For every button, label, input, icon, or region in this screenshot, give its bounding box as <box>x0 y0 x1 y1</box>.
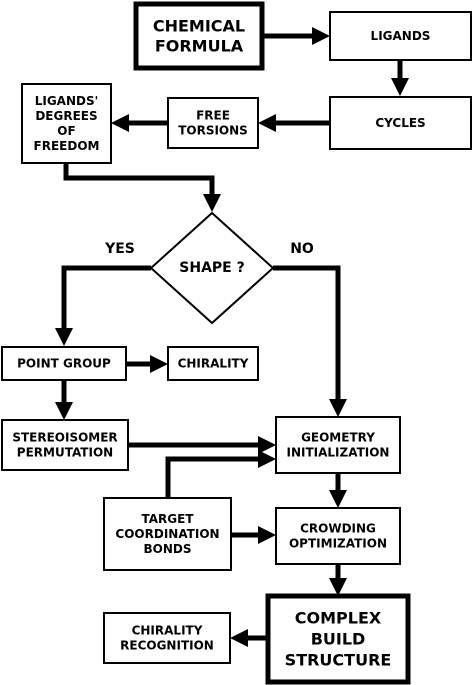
edge-dof-to-shape-arrowhead <box>203 194 221 212</box>
edge-label-yes: YES <box>104 241 135 257</box>
node-free-torsions-label: TORSIONS <box>178 124 248 138</box>
node-point-group <box>1 346 127 381</box>
node-target-coordination-bonds-label: TARGET <box>141 512 194 526</box>
node-chirality-label: CHIRALITY <box>178 357 249 371</box>
edge-target-to-geometry <box>165 456 258 498</box>
node-free-torsions <box>167 97 259 149</box>
edge-cycles-to-torsions-arrowhead <box>258 114 276 132</box>
node-ligands-label: LIGANDS <box>371 29 431 43</box>
edge-label-no: NO <box>290 241 314 257</box>
node-geometry-initialization-label: INITIALIZATION <box>287 446 390 460</box>
node-cycles <box>329 96 472 150</box>
node-complex-build-structure <box>265 593 411 685</box>
edge-pointgroup-to-chirality-arrowhead <box>150 355 168 373</box>
node-chirality-recognition-label: CHIRALITY <box>132 624 203 638</box>
node-chirality <box>167 346 259 381</box>
node-chirality-recognition <box>103 612 231 664</box>
node-geometry-initialization <box>275 416 401 474</box>
node-crowding-optimization <box>275 507 401 565</box>
node-ligands-dof-label: FREEDOM <box>34 139 100 153</box>
node-ligands-dof-label: DEGREES <box>35 109 97 123</box>
node-target-coordination-bonds <box>103 497 232 571</box>
node-ligands-dof-label: OF <box>57 124 75 138</box>
edge-target-to-crowding-arrowhead <box>258 526 276 544</box>
edge-shape-no-to-geometry <box>273 265 341 399</box>
edge-geometry-to-crowding-arrowhead <box>329 490 347 508</box>
node-chemical-formula <box>133 1 265 71</box>
node-cycles-label: CYCLES <box>375 116 425 130</box>
edge-shape-yes-to-pointgroup-arrowhead <box>55 328 73 346</box>
edge-shape-yes-to-pointgroup <box>61 265 151 328</box>
edge-pointgroup-to-stereo-arrowhead <box>55 402 73 420</box>
node-ligands <box>329 11 472 61</box>
node-complex-build-structure-label: STRUCTURE <box>285 651 392 670</box>
node-ligands-dof-label: LIGANDS' <box>35 94 99 108</box>
node-point-group-label: POINT GROUP <box>17 357 111 371</box>
node-stereoisomer-permutation <box>1 419 129 471</box>
node-shape <box>149 211 275 325</box>
node-chirality-recognition-label: RECOGNITION <box>120 639 214 653</box>
node-ligands-dof <box>21 83 112 164</box>
edge-stereo-to-geometry-arrowhead <box>258 436 276 454</box>
edge-crowding-to-complex-arrowhead <box>329 578 347 596</box>
node-free-torsions-label: FREE <box>196 109 230 123</box>
node-crowding-optimization-label: CROWDING <box>300 522 376 536</box>
node-chemical-formula-label: FORMULA <box>155 37 244 56</box>
node-chemical-formula-label: CHEMICAL <box>153 17 245 36</box>
edge-dof-to-shape <box>63 163 215 194</box>
node-shape-label: SHAPE ? <box>179 260 244 276</box>
node-target-coordination-bonds-label: BONDS <box>144 542 192 556</box>
node-stereoisomer-permutation-label: PERMUTATION <box>17 446 113 460</box>
node-stereoisomer-permutation-label: STEREOISOMER <box>12 431 117 445</box>
edge-formula-to-ligands-arrowhead <box>312 27 330 45</box>
edge-shape-no-to-geometry-arrowhead <box>329 399 347 417</box>
node-geometry-initialization-label: GEOMETRY <box>301 431 375 445</box>
edge-torsions-to-dof-arrowhead <box>111 114 129 132</box>
node-target-coordination-bonds-label: COORDINATION <box>115 527 219 541</box>
edge-complex-to-recognition-arrowhead <box>230 629 248 647</box>
node-complex-build-structure-label: COMPLEX <box>295 609 382 628</box>
edge-ligands-to-cycles-arrowhead <box>391 78 409 96</box>
node-crowding-optimization-label: OPTIMIZATION <box>289 537 387 551</box>
edge-target-to-geometry-arrowhead <box>258 450 276 468</box>
node-complex-build-structure-label: BUILD <box>311 630 366 649</box>
